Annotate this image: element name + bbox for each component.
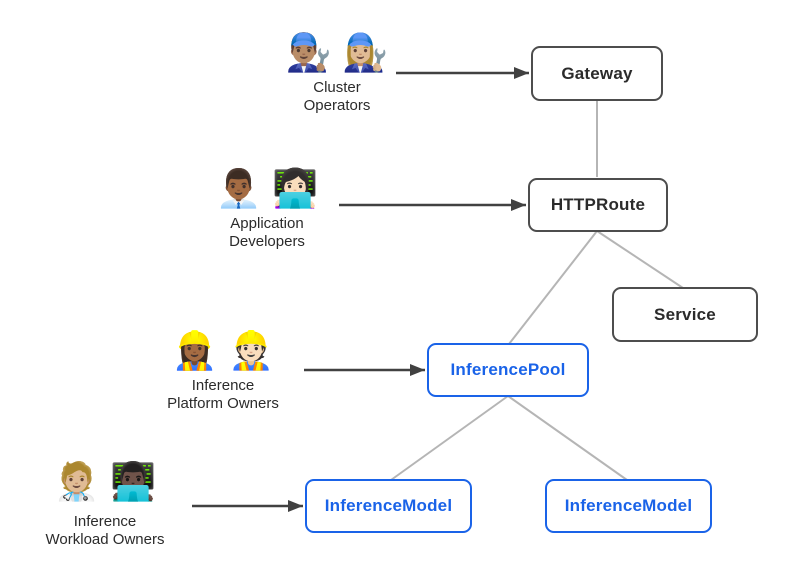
persona-inference-platform-owners-label: Inference Platform Owners [167,377,279,412]
node-inferencemodel-left: InferenceModel [305,479,472,533]
persona-application-developers-label: Application Developers [229,215,305,250]
connector-httproute-service [596,230,684,289]
persona-application-developers: 👨🏾‍💼 👩🏻‍💻 Application Developers [182,166,352,251]
node-gateway-label: Gateway [561,63,633,83]
node-service: Service [612,287,758,342]
node-inferencepool-label: InferencePool [450,360,566,379]
connector-inferencepool-inferencemodel-right [507,395,628,481]
platform-owners-construction-workers-icon: 👷🏾‍♀️ 👷🏻 [171,330,275,371]
node-inferencemodel-right-label: InferenceModel [564,496,693,515]
node-httproute-label: HTTPRoute [550,195,646,214]
node-inferencemodel-right: InferenceModel [545,479,712,533]
node-inferencepool: InferencePool [427,343,589,397]
node-gateway: Gateway [531,46,663,101]
persona-inference-platform-owners: 👷🏾‍♀️ 👷🏻 Inference Platform Owners [138,328,308,413]
persona-inference-workload-owners: 🧑🏼‍⚕️ 👨🏿‍💻 Inference Workload Owners [20,459,190,549]
workload-owners-technologists-icon: 🧑🏼‍⚕️ 👨🏿‍💻 [53,461,157,502]
application-developers-technologists-icon: 👨🏾‍💼 👩🏻‍💻 [215,168,319,209]
node-service-label: Service [654,304,716,324]
node-inferencemodel-left-label: InferenceModel [324,496,453,515]
connector-httproute-inferencepool [508,230,598,345]
cluster-operators-mechanics-icon: 👨🏽‍🔧 👩🏼‍🔧 [285,32,389,73]
persona-inference-workload-owners-label: Inference Workload Owners [45,513,165,548]
connector-inferencepool-inferencemodel-left [390,395,509,481]
persona-cluster-operators: 👨🏽‍🔧 👩🏼‍🔧 Cluster Operators [252,30,422,115]
persona-cluster-operators-label: Cluster Operators [303,79,371,114]
node-httproute: HTTPRoute [528,178,668,232]
